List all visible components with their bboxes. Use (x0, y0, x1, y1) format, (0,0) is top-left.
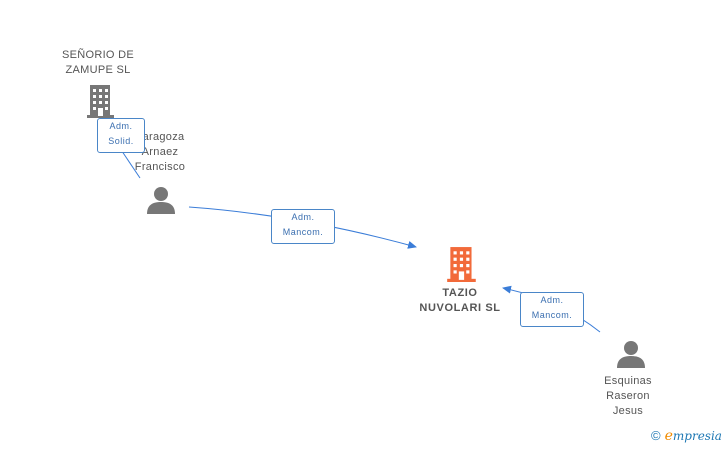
company-tazio-label[interactable]: TAZIO NUVOLARI SL (406, 286, 514, 316)
person-zaragoza-label[interactable]: Zaragoza Arnaez Francisco (112, 130, 208, 175)
person-icon[interactable] (616, 340, 646, 368)
company-tazio-line2: NUVOLARI SL (419, 302, 501, 314)
person-esquinas-line2: Raseron (606, 390, 650, 402)
empresia-logo-e: e (664, 428, 673, 444)
person-esquinas-line1: Esquinas (604, 375, 652, 387)
copyright-symbol: © (651, 428, 661, 443)
person-zaragoza-line2: Arnaez (141, 146, 179, 158)
company-senorio-line1: SEÑORIO DE (61, 49, 135, 61)
building-icon[interactable] (86, 84, 116, 118)
role-badge-adm-mancom-2: Adm. Mancom. (520, 292, 584, 327)
person-esquinas-line3: Jesus (612, 405, 644, 417)
empresia-logo-text: mpresia (672, 429, 722, 443)
person-zaragoza-line3: Francisco (134, 161, 186, 173)
company-senorio-line2: ZAMUPE SL (65, 64, 131, 76)
person-icon[interactable] (146, 186, 176, 214)
role-badge-adm-mancom-2-line2: Mancom. (531, 310, 573, 320)
person-esquinas-label[interactable]: Esquinas Raseron Jesus (580, 374, 676, 419)
role-badge-adm-mancom-1-line1: Adm. (291, 212, 315, 222)
empresia-watermark: ©empresia (651, 428, 722, 444)
role-badge-adm-mancom-2-line1: Adm. (540, 295, 564, 305)
role-badge-adm-mancom-1-line2: Mancom. (282, 227, 324, 237)
building-icon-main[interactable] (446, 246, 478, 282)
role-badge-adm-solid-line1: Adm. (109, 121, 133, 131)
company-senorio-label[interactable]: SEÑORIO DE ZAMUPE SL (50, 48, 146, 78)
role-badge-adm-solid: Adm. Solid. (97, 118, 145, 153)
role-badge-adm-mancom-1: Adm. Mancom. (271, 209, 335, 244)
role-badge-adm-solid-line2: Solid. (108, 136, 134, 146)
person-zaragoza-line1: Zaragoza (135, 131, 185, 143)
company-tazio-line1: TAZIO (442, 287, 478, 299)
